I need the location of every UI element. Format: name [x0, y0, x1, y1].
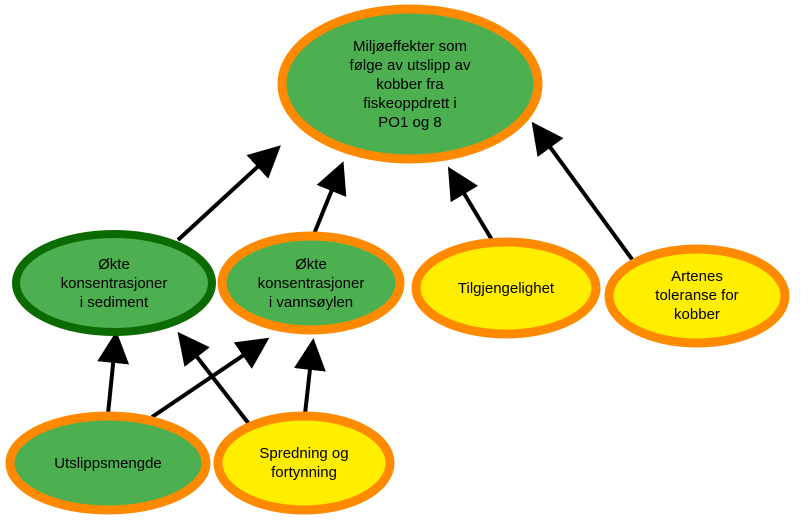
arrow-spreading-to-sediment [177, 331, 251, 426]
node-availability-ellipse [411, 237, 601, 339]
arrow-spreading-to-water [294, 338, 326, 415]
node-top-ellipse [277, 4, 543, 164]
node-sediment-ellipse [12, 230, 216, 336]
arrow-tolerance-to-top [531, 121, 636, 264]
node-tolerance-ellipse [604, 244, 790, 348]
arrow-emission-to-sediment [97, 331, 130, 415]
arrow-emission-to-water [150, 337, 270, 419]
node-spreading-ellipse [213, 411, 395, 515]
node-water-ellipse [217, 231, 405, 335]
node-emission-ellipse [5, 411, 211, 515]
arrow-sediment-to-top [176, 145, 281, 242]
arrow-availability-to-top [447, 166, 494, 242]
arrow-water-to-top [312, 161, 347, 235]
